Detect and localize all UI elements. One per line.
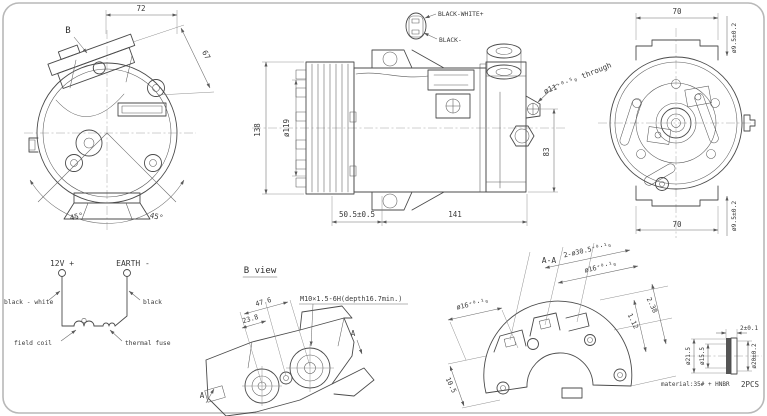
front-dim-67: 67 <box>200 49 212 61</box>
connector-pin-minus-label: BLACK- <box>439 37 462 44</box>
b-view-thread-spec: M10×1.5-6H(depth16.7min.) <box>300 295 402 303</box>
section-aa-title: A-A <box>542 256 557 265</box>
side-dim-138: 138 <box>253 123 262 137</box>
rear-dim-d95-bottom: ø9.5±0.2 <box>731 201 738 232</box>
b-view: B view 47.6 23.8 M10×1.5-6H(depth16.7min… <box>200 266 408 416</box>
connector-symbol <box>405 12 427 40</box>
terminal-12v <box>58 269 66 277</box>
b-view-dim-23-8: 23.8 <box>241 313 259 325</box>
field-coil-symbol <box>73 320 95 327</box>
connector-pin-plus-label: BLACK-WHITE+ <box>438 11 484 18</box>
b-view-title: B view <box>244 266 277 276</box>
section-dim-2-38: 2.38 <box>645 296 659 314</box>
side-dim-50-5: 50.5±0.5 <box>339 210 375 219</box>
washer-seal-ring <box>730 337 738 375</box>
b-view-dim-47-6: 47.6 <box>254 296 272 308</box>
wiring-diagram: 12V + EARTH - black - white black field … <box>4 259 171 347</box>
washer-dim-thickness: 2±0.1 <box>740 325 758 332</box>
terminal-earth-label: EARTH - <box>116 259 150 268</box>
terminal-12v-label: 12V + <box>50 259 74 268</box>
section-dim-port-left: ø16⁺⁰·¹₀ <box>456 296 490 311</box>
washer-detail: ø21.5 ø15.5 ø20±0.2 2±0.1 material:35# +… <box>661 325 762 389</box>
side-dim-d119: ø119 <box>282 119 291 137</box>
rear-bottom-block <box>635 185 719 207</box>
washer-dim-seal: ø20±0.2 <box>751 343 758 369</box>
thermal-fuse-symbol <box>102 322 116 327</box>
front-view: 72 67 B 45° 45° <box>24 4 215 230</box>
field-coil-label: field coil <box>14 340 52 347</box>
section-aa: A-A 2-ø30.5⁺⁰·¹₀ ø16⁺⁰·¹₀ ø16⁺⁰·¹₀ 2.38 … <box>444 241 677 409</box>
rear-view: 70 ø9.5±0.2 70 ø9.5±0.2 <box>598 7 757 238</box>
washer-quantity-label: 2PCS <box>741 380 760 389</box>
section-aa-body <box>483 300 633 394</box>
washer-metal-ring <box>726 338 731 374</box>
front-label-plate <box>117 102 167 117</box>
rear-top-block <box>635 39 719 61</box>
rear-dim-70-bottom: 70 <box>672 220 682 229</box>
b-view-head-block <box>205 317 355 416</box>
washer-material-label: material:35# + HNBR <box>661 381 730 388</box>
section-a-label-right: A <box>351 329 356 338</box>
wire-minus-label: black <box>143 299 162 306</box>
washer-dim-inner: ø15.5 <box>699 347 706 365</box>
section-dim-10-5: 10.5 <box>444 376 458 394</box>
front-dim-72: 72 <box>136 4 145 13</box>
rear-dim-70-top: 70 <box>672 7 682 16</box>
thermal-fuse-label: thermal fuse <box>125 340 171 347</box>
section-dim-1-12: 1.12 <box>626 312 640 330</box>
side-body <box>353 67 487 193</box>
section-a-label-left: A <box>200 391 205 400</box>
section-dim-port-upper: ø16⁺⁰·¹₀ <box>584 259 618 274</box>
washer-dim-outer: ø21.5 <box>685 347 692 365</box>
section-dim-bores: 2-ø30.5⁺⁰·¹₀ <box>563 241 613 260</box>
front-clutch-bracket <box>47 33 136 89</box>
wire-plus-label: black - white <box>4 299 53 306</box>
side-dim-141: 141 <box>448 210 462 219</box>
front-angle-left: 45° <box>69 211 84 223</box>
side-dim-d11-through: ø11⁺⁰·⁵₀ through <box>542 60 612 95</box>
front-view-arrow-label: B <box>65 26 70 36</box>
terminal-earth <box>123 269 131 277</box>
rear-dim-d95-top: ø9.5±0.2 <box>731 23 738 54</box>
side-view: BLACK-WHITE+ BLACK- 138 ø119 50.5±0.5 14… <box>252 11 613 226</box>
front-angle-right: 45° <box>149 211 164 223</box>
side-dim-83: 83 <box>542 147 551 156</box>
